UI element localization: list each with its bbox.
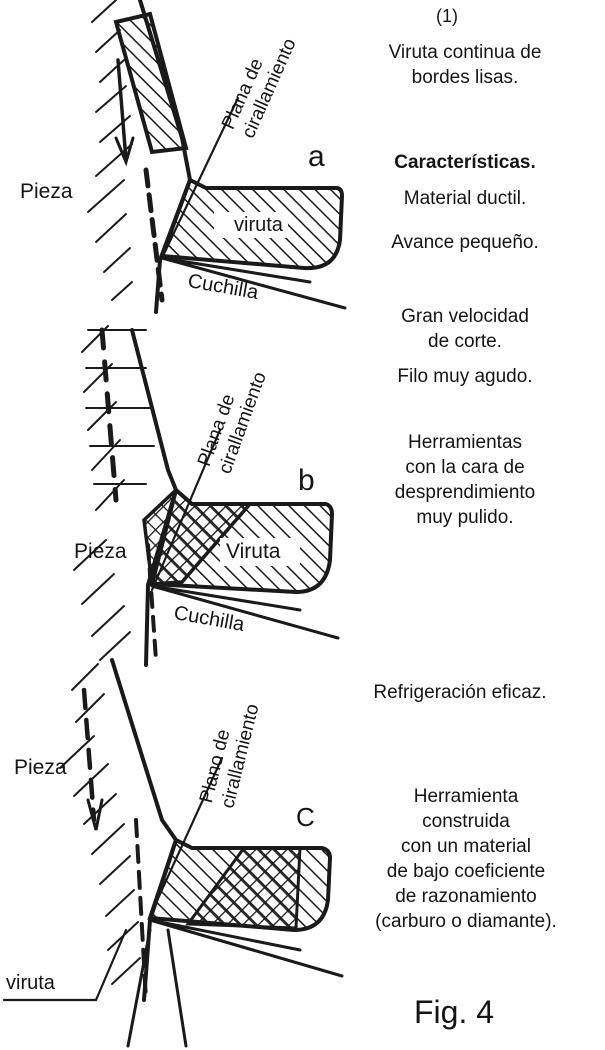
panel-b-piece-label: Pieza	[74, 540, 127, 563]
panel-c-letter: C	[296, 802, 315, 832]
caption-line: Herramientas	[407, 432, 523, 453]
figure-label: Fig. 4	[414, 994, 495, 1030]
caption-avance-pequeno: Avance pequeño.	[340, 230, 590, 255]
panel-b-drawing	[73, 325, 340, 667]
panel-c-cross-region	[185, 846, 302, 930]
panel-c-viruta-leader	[2, 928, 128, 1002]
caption-line: Refrigeración eficaz.	[373, 682, 547, 703]
caption-filo-agudo: Filo muy agudo.	[340, 364, 590, 389]
caption-line: (carburo o diamante).	[375, 911, 557, 932]
caption-line: de razonamiento	[395, 886, 537, 907]
caption-line: con la cara de	[405, 457, 525, 478]
caption-line: muy pulido.	[416, 507, 514, 528]
panel-a-upper-chip	[113, 11, 189, 155]
panel-c-tool	[148, 918, 344, 978]
panel-b-letter: b	[298, 464, 315, 497]
panel-c-viruta-label: viruta	[6, 972, 55, 994]
panel-a-drawing	[87, 0, 347, 314]
caption-herramientas-cara: Herramientas con la cara de desprendimie…	[340, 430, 590, 530]
caption-line: de bajo coeficiente	[386, 861, 546, 882]
caption-line: con un material	[401, 836, 531, 857]
panel-c-drawing	[2, 658, 344, 1048]
panel-b-built-up	[142, 487, 254, 586]
caption-line: de corte.	[428, 331, 502, 352]
caption-line: desprendimiento	[394, 482, 536, 503]
panel-a-piece-hatching	[87, 0, 133, 301]
caption-line: Herramienta	[413, 786, 519, 807]
panel-c-piece-label: Pieza	[14, 756, 67, 779]
panel-a-chip-label: viruta	[234, 214, 283, 236]
panel-b-tool	[150, 584, 340, 640]
caption-line: Material ductil.	[403, 188, 527, 209]
caption-refrigeracion: Refrigeración eficaz.	[330, 680, 590, 705]
panel-a-letter: a	[308, 140, 325, 173]
caption-line: construida	[422, 811, 510, 832]
panel-a-tool	[160, 256, 347, 310]
caption-gran-velocidad: Gran velocidad de corte.	[340, 304, 590, 354]
caption-line: bordes lisas.	[411, 67, 519, 88]
caption-material-ductil: Material ductil.	[340, 186, 590, 211]
header-number: (1)	[436, 6, 458, 26]
caption-herramienta-construida: Herramienta construida con un material d…	[335, 784, 597, 934]
caption-viruta-continua: Viruta continua de bordes lisas.	[340, 40, 590, 90]
panel-b-chip-label: Viruta	[226, 540, 281, 563]
caption-line: Características.	[394, 152, 536, 173]
caption-line: Gran velocidad	[401, 306, 529, 327]
caption-line: Viruta continua de	[388, 42, 542, 63]
caption-line: Filo muy agudo.	[397, 366, 533, 387]
panel-a-piece-label: Pieza	[20, 180, 73, 203]
caption-caracteristicas: Características.	[340, 150, 590, 175]
caption-line: Avance pequeño.	[391, 232, 539, 253]
